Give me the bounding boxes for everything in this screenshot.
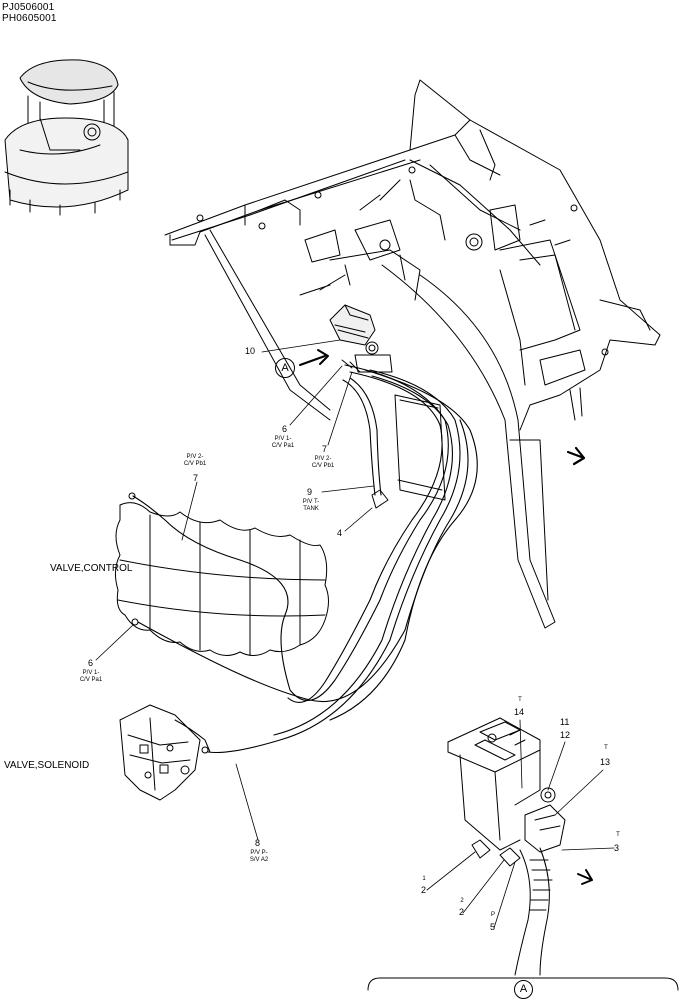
callout-6-low-desc-1: P/V 1- [82, 670, 100, 676]
view-a-marker: A [275, 358, 295, 378]
leader-lines [95, 339, 615, 929]
pilot-hoses [132, 364, 478, 753]
callout-8-desc-2: S/V A2 [249, 857, 269, 863]
pilot-valve-block [329, 304, 393, 509]
view-a-marker-label: A [281, 362, 289, 374]
detail-port-t-3: T [616, 832, 620, 838]
callout-7-left: 7 [193, 473, 199, 483]
callout-14: 14 [514, 707, 525, 717]
detail-port-t-13: T [604, 745, 608, 751]
callout-2b: 2 [459, 907, 465, 917]
diagram-code-2: PH0605001 [2, 13, 57, 24]
callout-6-top-desc-1: P/V 1- [274, 436, 292, 442]
detail-view-a [447, 717, 593, 976]
callout-6-low-desc-2: C/V Pa1 [79, 677, 103, 683]
detail-a-marker: A [514, 980, 533, 999]
callout-7-left-desc-2: C/V Pb1 [183, 461, 207, 467]
detail-bracket [367, 977, 679, 991]
callout-8: 8 [255, 838, 261, 848]
control-valve-drawing [114, 492, 329, 656]
callout-11: 11 [560, 717, 570, 727]
machine-thumbnail [4, 59, 129, 216]
detail-port-p: P [490, 912, 495, 918]
callout-13: 13 [600, 757, 611, 767]
view-arrow [299, 349, 329, 366]
callout-9-desc-2: TANK [303, 506, 319, 512]
solenoid-valve-drawing [119, 704, 211, 801]
machine-frame [164, 79, 661, 629]
callout-9-desc-1: P/V T- [302, 499, 320, 505]
callout-12: 12 [560, 730, 571, 740]
callout-7-left-desc-1: P/V 2- [186, 454, 204, 460]
detail-port-t-14: T [518, 697, 522, 703]
control-valve-label: VALVE,CONTROL [50, 563, 133, 574]
solenoid-valve-label: VALVE,SOLENOID [4, 760, 90, 771]
callout-7-top: 7 [322, 444, 328, 454]
callout-7-top-desc-1: P/V 2- [314, 456, 332, 462]
callout-9: 9 [307, 487, 313, 497]
detail-a-marker-label: A [519, 983, 528, 995]
callout-6-top: 6 [282, 424, 288, 434]
callout-8-desc-1: P/V P- [250, 850, 268, 856]
callout-6-low: 6 [88, 658, 94, 668]
detail-port-1: 1 [422, 876, 426, 882]
diagram-code-1: PJ0506001 [2, 2, 55, 13]
callout-4: 4 [337, 528, 343, 538]
callout-5: 5 [490, 922, 496, 932]
callout-3: 3 [614, 843, 620, 853]
callout-6-top-desc-2: C/V Pa1 [271, 443, 295, 449]
callout-7-top-desc-2: C/V Pb1 [311, 463, 335, 469]
callout-10: 10 [245, 346, 256, 356]
callout-2a: 2 [421, 885, 427, 895]
detail-port-2: 2 [460, 898, 464, 904]
